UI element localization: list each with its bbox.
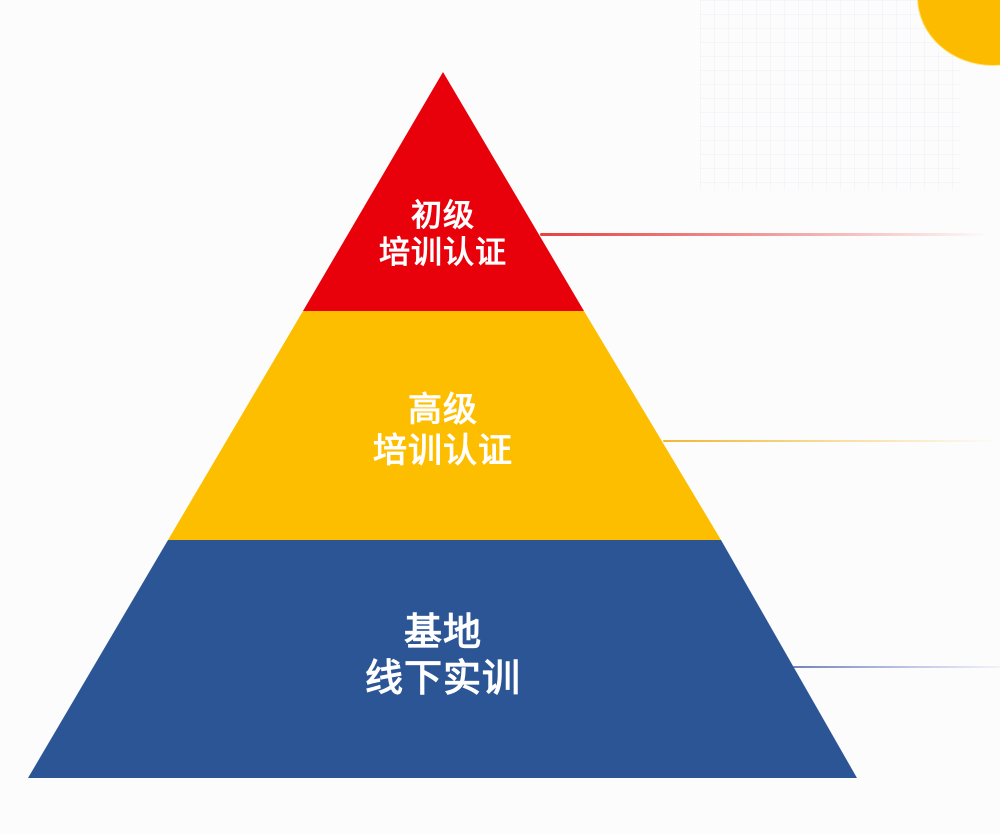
layer-top-line2: 培训认证 (379, 235, 507, 272)
background-grid-pattern (700, 0, 960, 190)
layer-label-middle: 高级 培训认证 (343, 390, 543, 472)
layer-middle-line2: 培训认证 (373, 430, 513, 471)
pyramid-layer-middle (168, 311, 721, 540)
connector-line-bottom (793, 666, 1000, 668)
layer-middle-line1: 高级 (408, 390, 478, 430)
connector-line-middle (663, 440, 1000, 442)
layer-top-line1: 初级 (411, 198, 475, 234)
layer-label-top: 初级 培训认证 (343, 198, 543, 272)
connector-line-top (540, 233, 990, 236)
layer-bottom-line2: 线下实训 (364, 655, 521, 700)
layer-label-bottom: 基地 线下实训 (320, 610, 566, 701)
pyramid-layer-top (303, 72, 584, 311)
layer-bottom-line1: 基地 (403, 610, 482, 654)
pyramid-layer-bottom (28, 540, 857, 778)
